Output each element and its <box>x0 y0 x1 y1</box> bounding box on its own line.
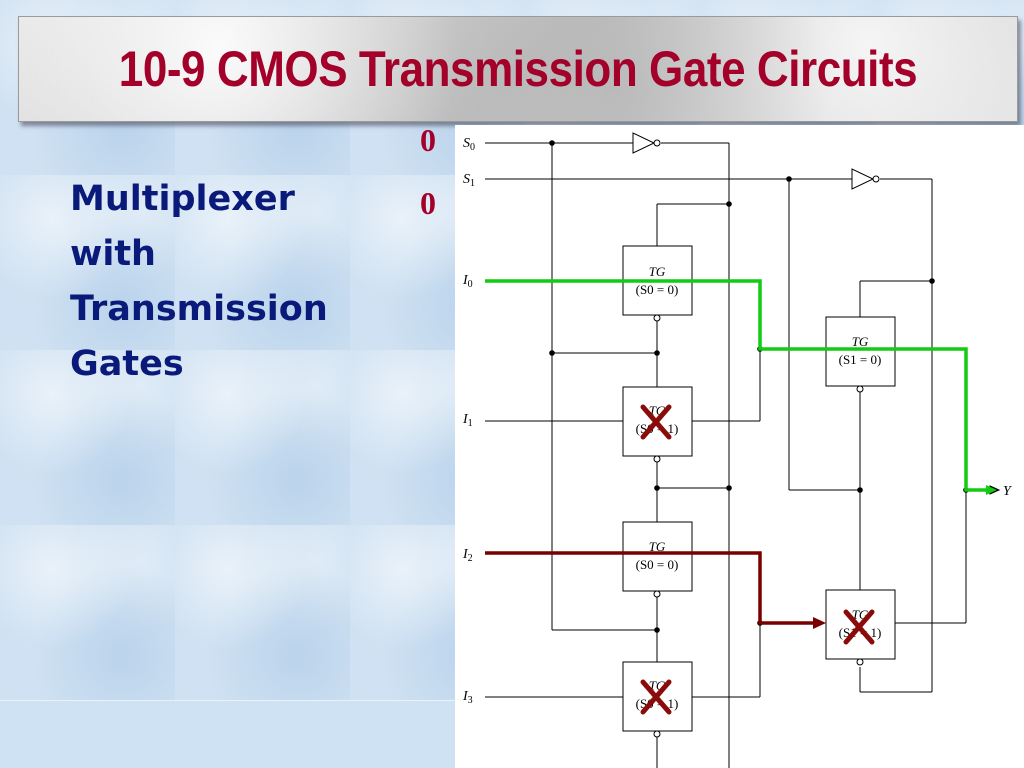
signal-i2: I2 <box>462 547 473 564</box>
blocked-path-arrow-icon <box>813 617 826 629</box>
signal-s1: S1 <box>463 172 475 189</box>
subtitle-line: Multiplexer <box>70 179 295 219</box>
inverters <box>632 132 880 190</box>
mux-circuit-diagram: TG (S0 = 0) TG (S0 = 1) TG (S0 = 0) TG (… <box>455 125 1024 768</box>
subtitle-line: Gates <box>70 344 184 384</box>
active-path-arrow-icon <box>986 485 997 495</box>
tg-label: TG <box>649 539 666 554</box>
signal-i3: I3 <box>462 689 473 706</box>
circuit-svg: TG (S0 = 0) TG (S0 = 1) TG (S0 = 0) TG (… <box>462 132 1013 768</box>
tg-box-4 <box>825 316 896 387</box>
slide-title: 10-9 CMOS Transmission Gate Circuits <box>118 41 918 97</box>
signal-labels: S0 S1 I0 I1 I2 I3 Y <box>462 136 1013 706</box>
title-bar: 10-9 CMOS Transmission Gate Circuits <box>18 16 1018 122</box>
signal-i0: I0 <box>462 273 473 290</box>
tg-label: TG <box>852 334 869 349</box>
inverter-s1-icon <box>851 168 875 190</box>
s0-value: 0 <box>420 122 436 158</box>
signal-i1: I1 <box>462 412 473 429</box>
tg-cond: (S1 = 0) <box>839 352 882 367</box>
inverter-s0-icon <box>632 132 656 154</box>
subtitle-line: Transmission <box>70 289 328 329</box>
tg-boxes <box>622 245 896 738</box>
s1-value: 0 <box>420 185 436 221</box>
tg-label: TG <box>649 264 666 279</box>
cross-icon <box>843 609 875 645</box>
slide-subtitle: Multiplexer with Transmission Gates <box>70 172 410 392</box>
cross-icon <box>640 679 672 715</box>
blocked-path <box>485 551 815 625</box>
blocked-crosses <box>640 404 875 715</box>
cross-icon <box>640 404 672 440</box>
subtitle-line: with <box>70 234 156 274</box>
wires <box>485 142 1001 768</box>
active-path <box>485 279 990 492</box>
signal-s0: S0 <box>463 136 475 153</box>
tg-cond: (S0 = 0) <box>636 557 679 572</box>
signal-y: Y <box>1003 484 1013 499</box>
tg-cond: (S0 = 0) <box>636 282 679 297</box>
